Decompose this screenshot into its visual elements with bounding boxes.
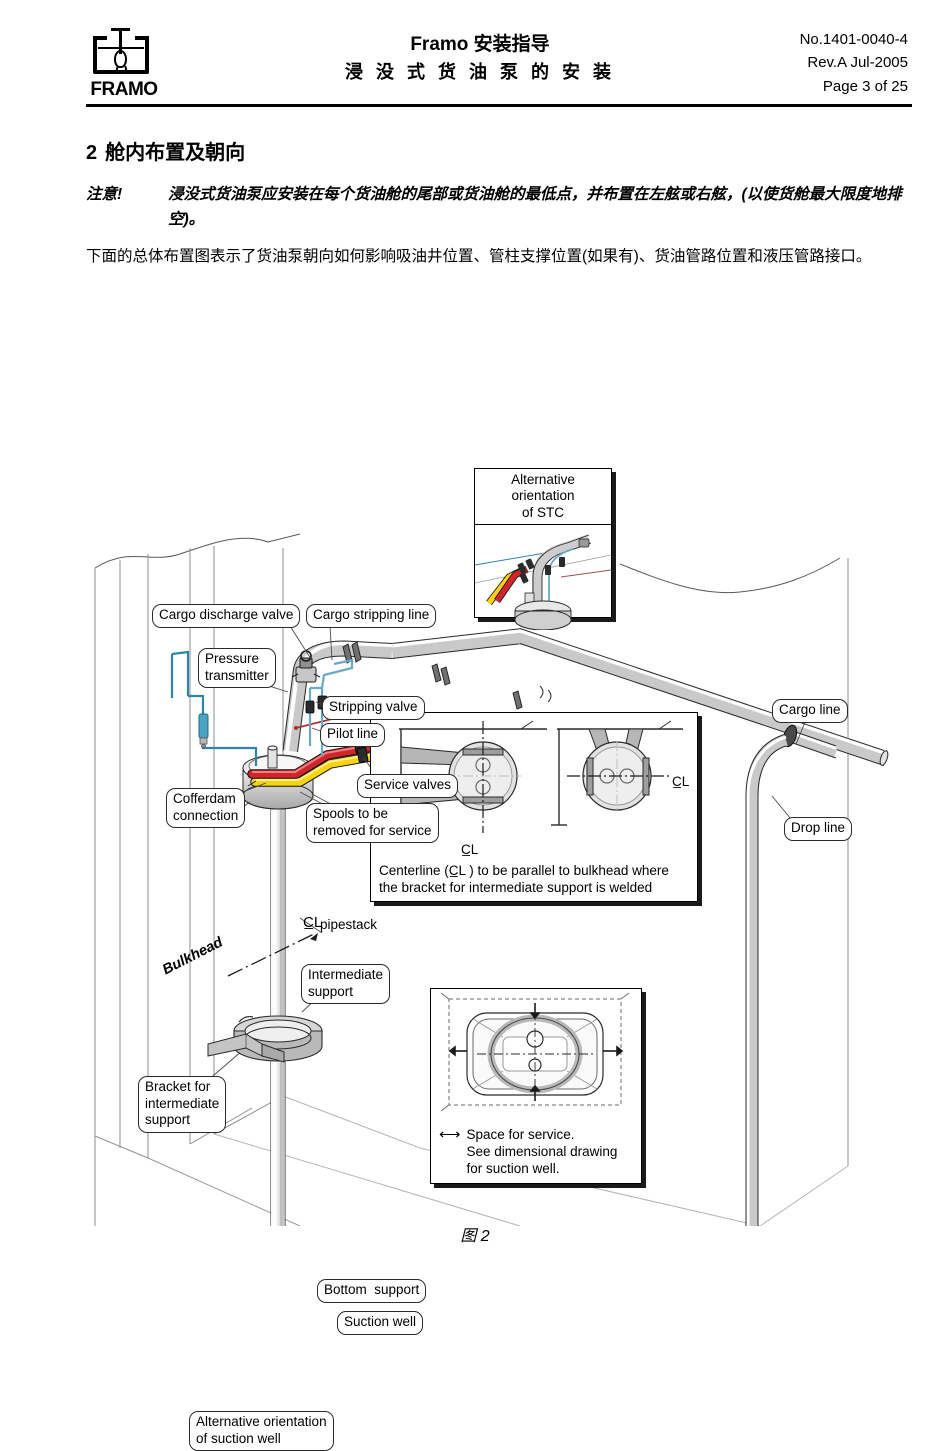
note-label: 注意!: [86, 186, 123, 203]
pipe-clamp: [342, 641, 523, 710]
tank-structure: [94, 533, 849, 1226]
header-title-block: Framo 安装指导 浸 没 式 货 油 泵 的 安 装: [280, 30, 680, 87]
inset-suction-well-detail: ⟷ Space for service. See dimensional dra…: [430, 988, 642, 1184]
callout-alternative-orientation-suction-well: Alternative orientation of suction well: [189, 1411, 334, 1451]
callout-bottom-support: Bottom support: [317, 1279, 427, 1303]
inset-suction-well-caption-line3: for suction well.: [466, 1161, 560, 1176]
framo-logo: FRAMO: [86, 28, 162, 101]
pipestack-centerline-label: pipestack: [320, 917, 378, 932]
inset-suction-well-drawing: [440, 992, 630, 1112]
callout-service-valves: Service valves: [357, 774, 459, 798]
drop-line-piping: [745, 724, 838, 1226]
framo-tank-icon: [93, 28, 155, 78]
callout-cofferdam-connection: Cofferdam connection: [166, 788, 246, 829]
section-heading: 2 舱内布置及朝向: [86, 136, 245, 165]
callout-bracket-for-intermediate-support: Bracket for intermediate support: [138, 1076, 227, 1134]
page-number: Page 3 of 25: [822, 77, 908, 95]
document-number: No.1401-0040-4: [799, 31, 908, 48]
section-number: 2: [86, 142, 98, 164]
inset-stc-title: Alternative orientation of STC: [475, 469, 611, 526]
section-title: 舱内布置及朝向: [105, 142, 246, 164]
inset-centerline-caption: Centerline (C̲L ) to be parallel to bulk…: [371, 858, 697, 900]
callout-pilot-line: Pilot line: [320, 723, 386, 747]
figure-drawing: [94, 533, 889, 1226]
callout-drop-line: Drop line: [784, 817, 853, 841]
document-revision: Rev.A Jul-2005: [807, 54, 908, 72]
callout-suction-well: Suction well: [337, 1311, 424, 1335]
intro-paragraph: 下面的总体布置图表示了货油泵朝向如何影响吸油井位置、管柱支撑位置(如果有)、货油…: [86, 248, 872, 265]
pipestack-column: [270, 782, 286, 1226]
inset-suction-well-caption-line1: Space for service.: [466, 1127, 575, 1142]
framo-logo-text: FRAMO: [90, 79, 158, 100]
pressure-transmitter-body: [198, 713, 209, 749]
callout-cargo-discharge-valve: Cargo discharge valve: [152, 604, 301, 628]
header-title-cjk: 安装指导: [473, 34, 550, 55]
cofferdam-connection-detail: [247, 780, 257, 787]
inset-suction-well-caption-line2: See dimensional drawing: [466, 1144, 618, 1159]
inset-centerline-caption-line1: Centerline (C̲L ) to be parallel to bulk…: [379, 863, 669, 878]
space-for-service-arrow-icon: ⟷: [439, 1126, 461, 1143]
inset-centerline-caption-line2: the bracket for intermediate support is …: [379, 880, 653, 895]
pipestack-centerline: [227, 932, 318, 977]
callout-cargo-line: Cargo line: [772, 699, 848, 723]
callout-stripping-valve: Stripping valve: [322, 696, 425, 720]
note-block: 注意! 浸没式货油泵应安装在每个货油舱的尾部或货油舱的最低点，并布置在左舷或右舷…: [86, 182, 914, 232]
header-title-latin: Framo: [410, 34, 469, 55]
bracket-for-intermediate-support: [207, 1033, 285, 1063]
inset-centerline-drawing: [393, 720, 683, 833]
cargo-stripping-line: [308, 658, 354, 756]
intermediate-support: [233, 1015, 323, 1062]
callout-intermediate-support: Intermediate support: [301, 964, 391, 1005]
inset-stc-drawing: [474, 534, 612, 631]
page-header: FRAMO Framo 安装指导 浸 没 式 货 油 泵 的 安 装 No.14…: [0, 0, 950, 108]
inset-centerline-right-marker: C̲L: [672, 774, 690, 789]
callout-cargo-stripping-line: Cargo stripping line: [306, 604, 437, 628]
figure-caption: 图 2: [460, 1228, 490, 1245]
header-document-meta: No.1401-0040-4 Rev.A Jul-2005 Page 3 of …: [800, 28, 908, 98]
callout-pressure-transmitter: Pressure transmitter: [198, 648, 276, 689]
figure-cargo-pump-arrangement: Alternative orientation of STC: [0, 296, 950, 1451]
callout-spools-to-be-removed: Spools to be removed for service: [306, 803, 439, 844]
note-text: 浸没式货油泵应安装在每个货油舱的尾部或货油舱的最低点，并布置在左舷或右舷，(以使…: [168, 186, 902, 229]
inset-centerline-left-marker: C̲L: [461, 842, 479, 857]
header-divider: [86, 104, 912, 107]
cargo-discharge-valve-assembly: [291, 650, 321, 683]
inset-suction-well-caption: ⟷ Space for service. See dimensional dra…: [431, 1122, 641, 1181]
header-subtitle: 浸 没 式 货 油 泵 的 安 装: [344, 62, 615, 83]
pipestack-centerline-symbol: C̲L: [303, 914, 323, 931]
inset-alternative-orientation-stc: Alternative orientation of STC: [474, 468, 612, 631]
